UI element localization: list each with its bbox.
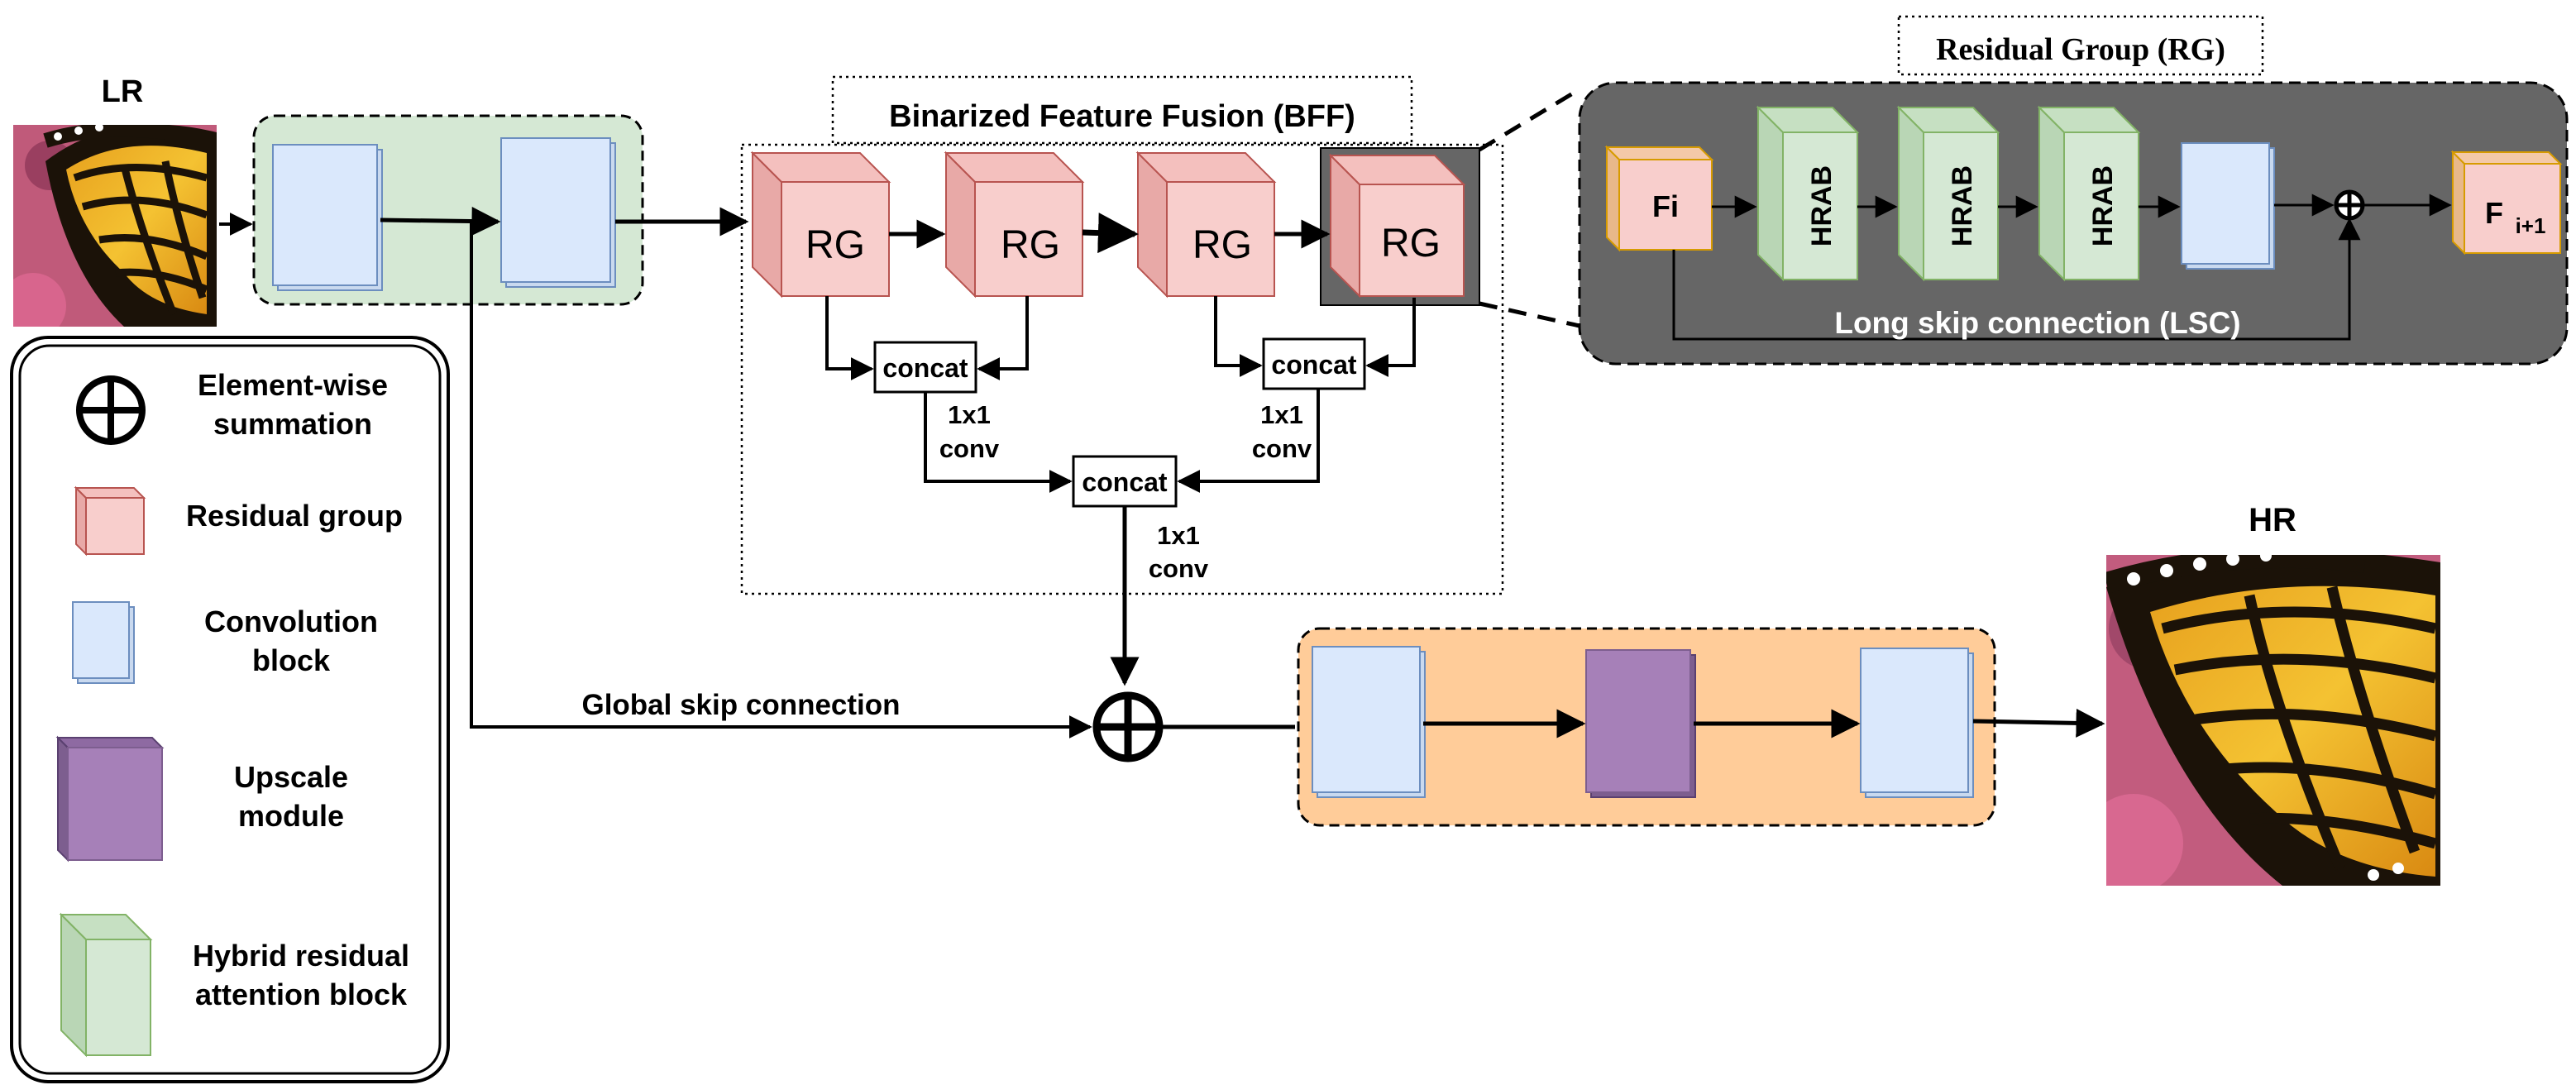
- hrab-block-2: HRAB: [1896, 105, 2000, 282]
- conv-label-3: 1x1 conv: [1149, 521, 1209, 583]
- lr-butterfly-image: [13, 125, 217, 327]
- rg-cube-3: RG: [1135, 151, 1277, 299]
- green-block-icon: [59, 912, 153, 1058]
- rg-title-box: [1897, 15, 2264, 76]
- svg-text:concat: concat: [882, 353, 968, 383]
- legend-label-conv-2: block: [252, 643, 331, 677]
- rg-label-3: RG: [1192, 223, 1252, 267]
- hrab-block-1: HRAB: [1756, 105, 1860, 282]
- rg-label-4: RG: [1381, 222, 1441, 265]
- legend: Element-wise summation Residual group Co…: [10, 336, 450, 1083]
- pink-cube-icon: [74, 485, 146, 557]
- rg-cube-2: RG: [944, 151, 1085, 299]
- plus-circle-icon: [76, 375, 146, 445]
- elementwise-sum-node: [1092, 691, 1164, 762]
- fi1-label-main: F: [2485, 196, 2503, 230]
- conv-block-tail-1: [1312, 646, 1426, 798]
- conv-label-2: 1x1 conv: [1252, 400, 1312, 463]
- concat-box-1: concat: [873, 341, 977, 394]
- conv-block-head-1: [272, 144, 383, 291]
- lr-label: LR: [102, 74, 144, 109]
- svg-text:1x1: 1x1: [948, 400, 991, 429]
- legend-label-hrab-2: attention block: [195, 977, 408, 1011]
- fi-label: Fi: [1652, 189, 1679, 223]
- hrab-label-3: HRAB: [2087, 165, 2119, 246]
- hrab-label-2: HRAB: [1947, 165, 1978, 246]
- svg-text:concat: concat: [1082, 467, 1167, 497]
- lsc-label: Long skip connection (LSC): [1834, 306, 2240, 340]
- svg-text:conv: conv: [1149, 554, 1209, 583]
- bff-title-box: [831, 75, 1413, 145]
- upscale-block: [1585, 649, 1696, 798]
- fi1-output-cube: F i+1: [2450, 150, 2563, 256]
- hrab-block-3: HRAB: [2037, 105, 2141, 282]
- rg-sum-node: [2334, 189, 2365, 221]
- global-skip-label: Global skip connection: [581, 689, 900, 721]
- legend-label-sum-1: Element-wise: [198, 368, 388, 402]
- legend-label-upscale-2: module: [238, 799, 344, 833]
- fi-input-cube: Fi: [1604, 145, 1714, 252]
- rg-cube-1: RG: [750, 151, 891, 299]
- conv-label-1: 1x1 conv: [939, 400, 1000, 463]
- rg-label-2: RG: [1001, 223, 1060, 267]
- concat-box-3: concat: [1072, 455, 1178, 508]
- conv-block-head-2: [500, 137, 616, 288]
- svg-text:conv: conv: [1252, 434, 1312, 463]
- rg-detail-title: Residual Group (RG): [1936, 32, 2225, 67]
- legend-label-hrab-1: Hybrid residual: [193, 939, 409, 973]
- svg-text:conv: conv: [939, 434, 1000, 463]
- rg-label-1: RG: [805, 223, 865, 267]
- bff-title: Binarized Feature Fusion (BFF): [889, 99, 1355, 134]
- concat-box-2: concat: [1262, 337, 1366, 390]
- blue-block-icon: [72, 601, 135, 684]
- svg-text:concat: concat: [1271, 350, 1356, 380]
- svg-text:1x1: 1x1: [1157, 521, 1200, 550]
- legend-label-upscale-1: Upscale: [234, 760, 348, 794]
- hrab-label-1: HRAB: [1806, 165, 1838, 246]
- svg-text:1x1: 1x1: [1260, 400, 1303, 429]
- rg-conv-block: [2181, 142, 2275, 270]
- rg-cube-4: RG: [1328, 153, 1466, 299]
- legend-label-conv-1: Convolution: [204, 605, 378, 638]
- conv-block-tail-2: [1860, 648, 1974, 798]
- hr-label: HR: [2249, 502, 2296, 538]
- legend-label-sum-2: summation: [213, 407, 372, 441]
- fi1-label-sub: i+1: [2516, 213, 2546, 238]
- hr-butterfly-image: [2106, 555, 2440, 886]
- legend-label-rg: Residual group: [186, 499, 403, 533]
- bff-region: [740, 143, 1504, 595]
- purple-block-icon: [55, 735, 165, 863]
